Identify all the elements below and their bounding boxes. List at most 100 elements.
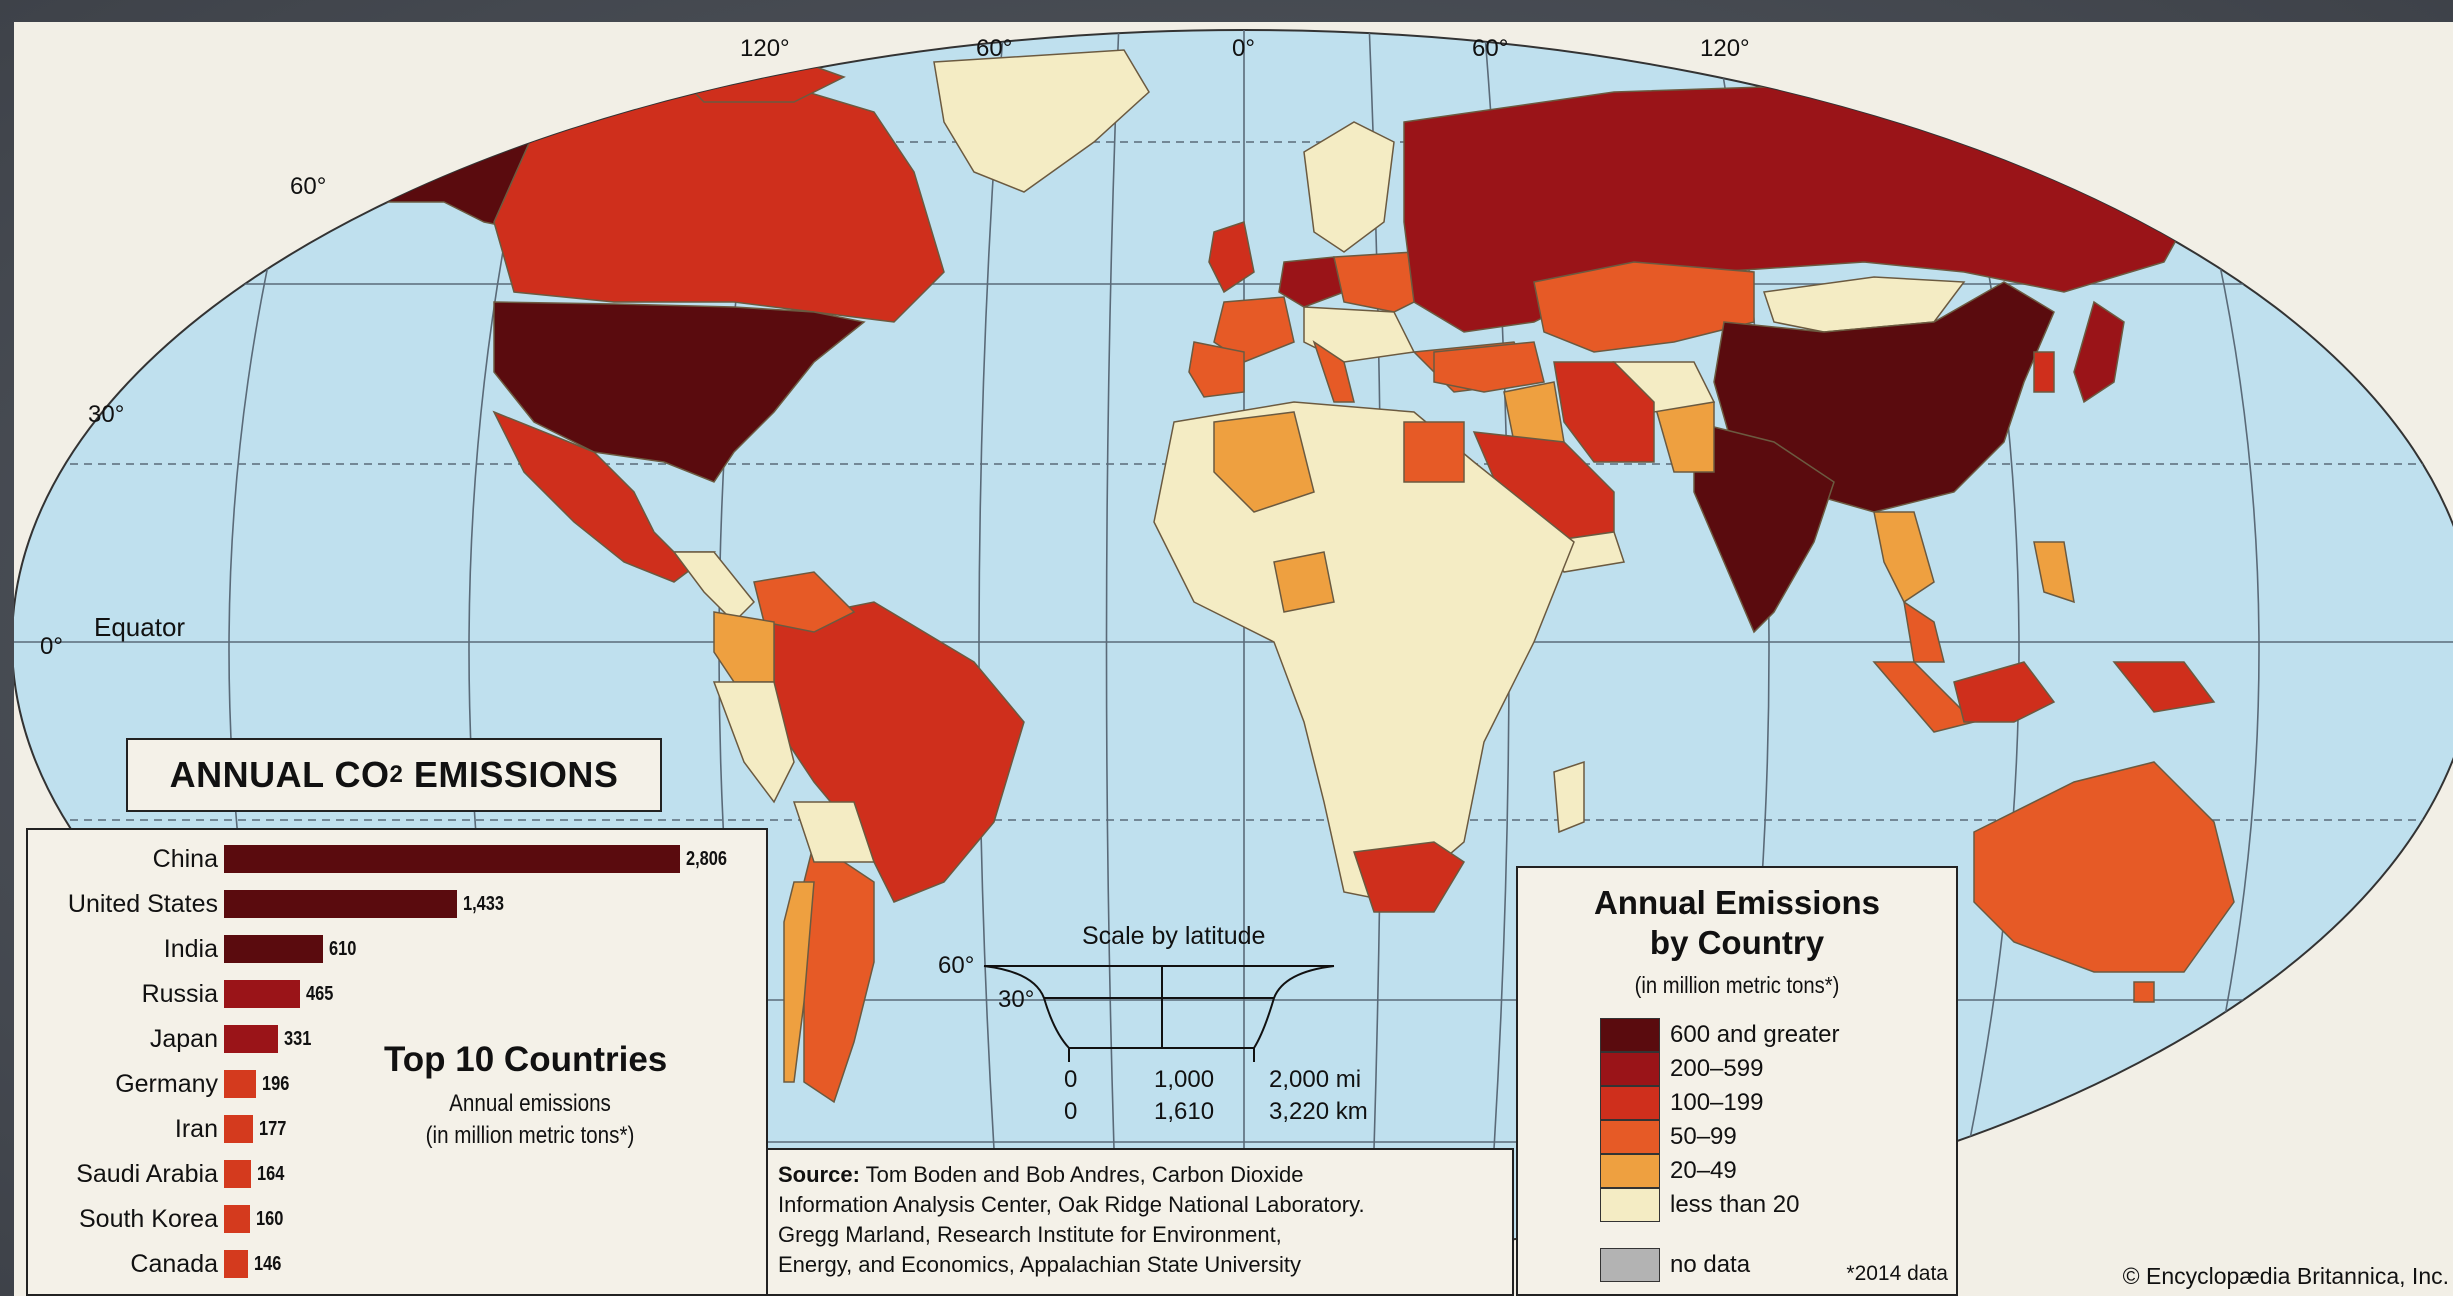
legend-swatch	[1600, 1052, 1660, 1086]
bar-country-label: Japan	[149, 1024, 218, 1053]
india	[1693, 421, 1835, 634]
bar	[224, 980, 300, 1008]
bar-value-label: 465	[305, 982, 333, 1005]
title-text: ANNUAL CO	[169, 754, 390, 795]
top10-title: Top 10 Countries	[384, 1040, 668, 1079]
map-panel: 120° 60° 0° 60° 120° 60° 30° 0° Equator …	[14, 22, 2453, 1296]
lat-60-label: 60°	[290, 173, 326, 200]
legend: Annual Emissions by Country (in million …	[1516, 866, 1958, 1296]
bar-country-label: China	[152, 844, 218, 873]
bar	[224, 845, 680, 873]
legend-title: Annual Emissions	[1593, 884, 1881, 921]
legend-label: 20–49	[1670, 1157, 1737, 1184]
scale-lat30: 30°	[998, 986, 1035, 1013]
legend-units: (in million metric tons*)	[1634, 972, 1840, 998]
bar-country-label: Germany	[115, 1069, 218, 1098]
title-text-end: EMISSIONS	[403, 754, 619, 795]
algeria	[1213, 411, 1315, 513]
legend-label: 200–599	[1670, 1055, 1764, 1082]
legend-item: 50–99	[1600, 1120, 1737, 1154]
bar	[224, 1250, 248, 1278]
legend-swatch-no-data	[1600, 1248, 1660, 1282]
legend-swatch	[1600, 1086, 1660, 1120]
lon-0-label: 0°	[1232, 35, 1255, 62]
greenland	[933, 49, 1150, 193]
top10-units: (in million metric tons*)	[425, 1122, 635, 1149]
scale-graphic	[983, 965, 1335, 1062]
source-line3: Gregg Marland, Research Institute for En…	[778, 1222, 1282, 1247]
bar-country-label: Saudi Arabia	[76, 1159, 218, 1188]
scale-km-3220: 3,220 km	[1269, 1098, 1368, 1125]
bar	[224, 935, 324, 963]
source-label: Source:	[778, 1162, 860, 1187]
bar-row: South Korea 160	[28, 1200, 289, 1238]
bar-value-label: 2,806	[686, 847, 728, 870]
bar	[224, 1205, 250, 1233]
egypt	[1403, 421, 1465, 483]
legend-item: 20–49	[1600, 1154, 1737, 1188]
bar-row: India 610	[28, 930, 363, 968]
scale-km-0: 0	[1064, 1098, 1078, 1125]
bar-country-label: India	[163, 934, 218, 963]
legend-item: 100–199	[1600, 1086, 1763, 1120]
top10-subtitle: Annual emissions	[449, 1090, 611, 1117]
legend-swatch	[1600, 1018, 1660, 1052]
south-africa	[1352, 841, 1466, 913]
legend-label: 600 and greater	[1670, 1021, 1840, 1048]
germany-region	[1278, 256, 1345, 308]
bar	[224, 890, 457, 918]
bar-value-label: 146	[253, 1252, 282, 1275]
kazakhstan	[1533, 261, 1755, 353]
legend-no-data: no data	[1600, 1248, 1750, 1282]
scale-km-1610: 1,610	[1154, 1098, 1215, 1125]
uk	[1208, 221, 1255, 294]
iran	[1553, 361, 1655, 463]
australia	[1973, 761, 2235, 973]
title-subscript: 2	[389, 761, 404, 788]
bar	[224, 1115, 253, 1143]
indonesia	[1953, 661, 2056, 723]
scale-mi-1000: 1,000	[1154, 1066, 1215, 1093]
canada	[493, 81, 945, 323]
brazil	[773, 601, 1025, 903]
legend-label: 50–99	[1670, 1123, 1737, 1150]
bar-value-label: 177	[258, 1117, 287, 1140]
bar-country-label: United States	[67, 889, 218, 918]
scale-by-latitude: Scale by latitude 60° 30° 0 1,000 2,000 …	[934, 922, 1394, 1132]
bar-value-label: 610	[329, 937, 357, 960]
scale-lat60: 60°	[938, 952, 975, 979]
legend-label: less than 20	[1670, 1191, 1800, 1218]
legend-item: 200–599	[1600, 1052, 1763, 1086]
lon-120e-label: 120°	[1700, 35, 1750, 62]
bar-value-label: 160	[256, 1207, 284, 1230]
usa	[493, 301, 866, 483]
legend-item: less than 20	[1600, 1188, 1799, 1222]
legend-swatch	[1600, 1120, 1660, 1154]
lat-0-label: 0°	[40, 633, 63, 660]
legend-title-2: by Country	[1649, 924, 1825, 961]
source-line2: Information Analysis Center, Oak Ridge N…	[778, 1192, 1365, 1217]
legend-label-no-data: no data	[1670, 1251, 1751, 1278]
japan	[2073, 300, 2125, 404]
bar-row: Germany 196	[28, 1065, 295, 1103]
bar	[224, 1160, 251, 1188]
nigeria	[1273, 551, 1335, 613]
lon-60e-label: 60°	[1472, 35, 1508, 62]
legend-footnote: *2014 data	[1846, 1262, 1948, 1285]
bar-value-label: 196	[261, 1072, 290, 1095]
scandinavia	[1303, 121, 1395, 253]
source-line1: Tom Boden and Bob Andres, Carbon Dioxide	[859, 1162, 1304, 1187]
lat-30-label: 30°	[88, 401, 124, 428]
bar-country-label: South Korea	[79, 1204, 218, 1233]
legend-label: 100–199	[1670, 1089, 1764, 1116]
equator-label: Equator	[94, 612, 185, 642]
copyright-credit: © Encyclopædia Britannica, Inc.	[2122, 1263, 2449, 1289]
bar-value-label: 1,433	[462, 892, 504, 915]
